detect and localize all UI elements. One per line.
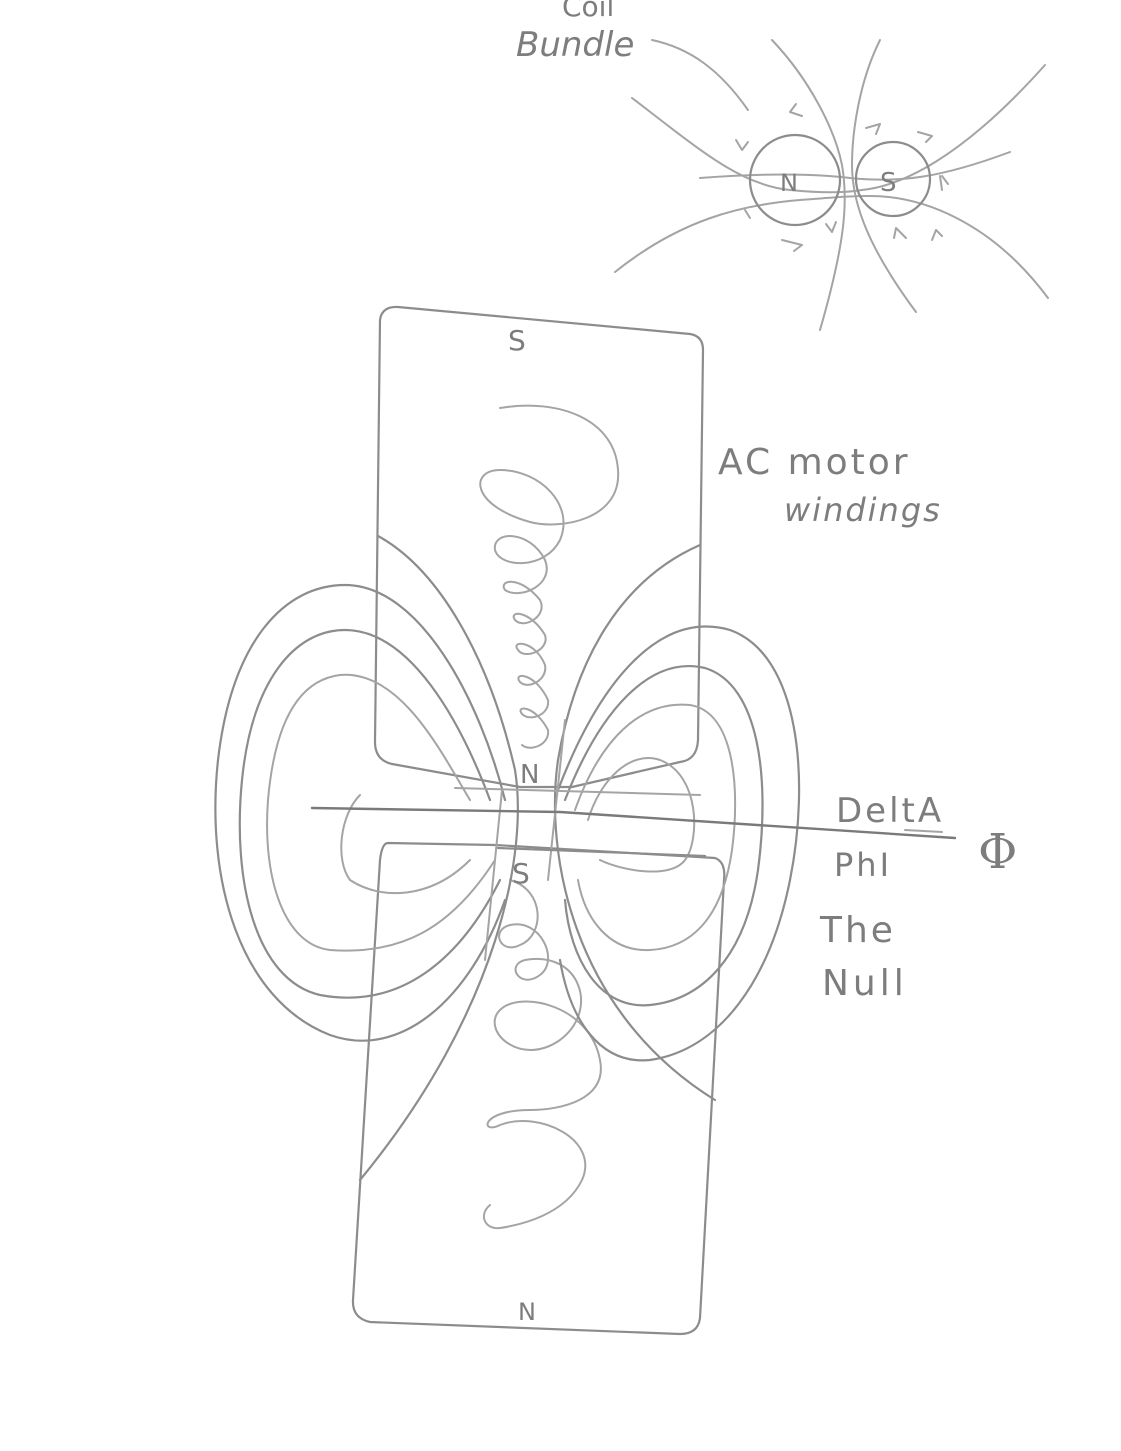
left-field-loop <box>266 673 496 952</box>
coil-field-line <box>614 195 1049 299</box>
right-field-loop <box>556 625 801 1062</box>
right-field-loop <box>587 757 696 873</box>
arrow-icon <box>865 123 881 135</box>
coil-label-line2: Bundle <box>516 25 634 65</box>
outer-field-line <box>358 534 519 1182</box>
coil-label-line1: Coil <box>562 0 614 23</box>
arrow-icon <box>939 175 949 191</box>
null-line-lower <box>496 846 707 858</box>
coil-pole-north: N <box>780 169 798 197</box>
coil-field-line <box>851 39 917 313</box>
delta-label: DeltA <box>836 791 944 831</box>
lower-winding-outline <box>351 841 726 1336</box>
coil-circle-north <box>748 133 842 227</box>
arrow-icon <box>893 227 907 239</box>
delta-underline <box>904 829 943 833</box>
lower-winding-block: S N <box>351 841 726 1336</box>
outer-field-line <box>484 789 503 961</box>
right-field-loop <box>574 703 737 952</box>
coil-bundle-diagram: Coil Bundle N S <box>516 0 1049 331</box>
null-label: Null <box>822 963 908 1004</box>
the-label: The <box>819 910 896 951</box>
null-axis <box>310 787 957 858</box>
null-line-upper <box>454 787 701 796</box>
null-line <box>310 806 957 840</box>
arrow-icon <box>917 131 933 143</box>
coil-circle-south <box>854 140 932 218</box>
right-field-loop <box>563 665 764 1007</box>
coil-pole-south: S <box>880 168 897 198</box>
upper-coil-spiral <box>479 404 620 749</box>
coil-label-leader <box>651 39 749 111</box>
coil-field-line <box>631 64 1046 194</box>
upper-pole-bottom: N <box>520 760 539 790</box>
coil-field-line <box>699 151 1011 181</box>
arrow-icon <box>931 229 943 241</box>
lower-coil-spiral <box>482 879 602 1230</box>
left-field-loop <box>340 794 471 895</box>
arrow-icon <box>735 139 749 151</box>
field-loops <box>214 534 801 1182</box>
left-field-loop <box>214 583 507 1042</box>
labels: AC motor windings DeltA PhI The Null Φ <box>718 442 1017 1004</box>
arrow-icon <box>789 103 803 117</box>
arrow-icon <box>744 209 751 219</box>
lower-pole-bottom: N <box>518 1298 536 1326</box>
upper-pole-top: S <box>508 324 526 357</box>
outer-field-line <box>547 719 566 881</box>
motor-label-line1: AC motor <box>718 442 911 483</box>
arrow-icon <box>781 239 803 252</box>
left-field-loop <box>238 628 502 999</box>
upper-winding-block: S N <box>373 305 705 790</box>
phi-label: PhI <box>834 846 892 884</box>
lower-pole-top: S <box>512 857 530 890</box>
motor-label-line2: windings <box>784 491 942 529</box>
upper-winding-outline <box>373 305 705 789</box>
outer-field-line <box>553 543 717 1102</box>
coil-field-line <box>771 39 846 331</box>
arrow-icon <box>825 221 837 233</box>
phi-symbol-icon: Φ <box>978 824 1017 880</box>
